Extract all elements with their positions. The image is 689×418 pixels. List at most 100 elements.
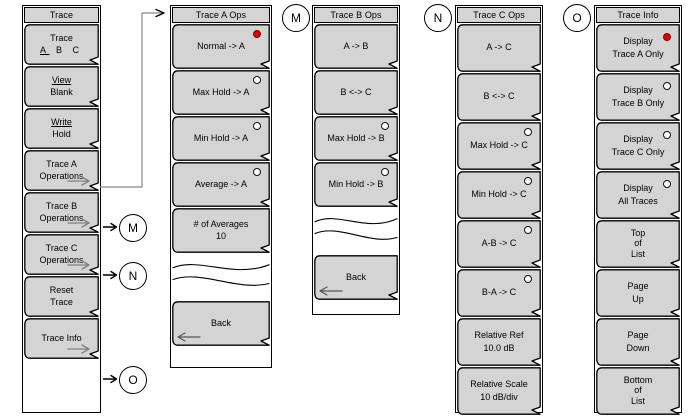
softkey-trace-b-ops-b-swap-c[interactable]: B <-> C: [314, 70, 398, 115]
radio-indicator-off[interactable]: [253, 122, 261, 130]
radio-indicator-on[interactable]: [663, 33, 671, 41]
connector-o-source: O: [119, 366, 147, 394]
submenu-arrow-icon: [67, 176, 90, 186]
softkey-trace-a-ops-average-to-a[interactable]: Average -> A: [172, 162, 270, 207]
connector-arrow-o: [103, 374, 117, 384]
radio-indicator-off[interactable]: [663, 131, 671, 139]
softkey-trace-c-ops-a-minus-b-to-c[interactable]: A-B -> C: [457, 220, 541, 268]
softkey-shape: [172, 301, 270, 346]
radio-indicator-off[interactable]: [253, 76, 261, 84]
softkey-trace-c-ops-a-to-c[interactable]: A -> C: [457, 24, 541, 72]
menu-title-trace-b-ops: Trace B Ops: [314, 7, 398, 23]
connector-label: M: [128, 221, 138, 235]
connector-arrow-n: [103, 270, 117, 280]
softkey-shape: [172, 24, 270, 69]
softkey-trace-c-ops-b-swap-c[interactable]: B <-> C: [457, 73, 541, 121]
submenu-arrow-icon: [67, 344, 90, 354]
softkey-shape: [596, 367, 680, 415]
connector-o-target: O: [563, 4, 591, 32]
softkey-shape: [314, 255, 398, 300]
softkey-trace-c-ops-b-minus-a-to-c[interactable]: B-A -> C: [457, 269, 541, 317]
softkey-trace-a-ops-normal-to-a[interactable]: Normal -> A: [172, 24, 270, 69]
softkey-trace-trace-info[interactable]: Trace Info: [24, 318, 99, 359]
softkey-shape: [596, 73, 680, 121]
softkey-trace-a-ops-min-hold-to-a[interactable]: Min Hold -> A: [172, 116, 270, 161]
connector-label: M: [291, 11, 301, 25]
softkey-shape: [457, 171, 541, 219]
softkey-shape: [172, 70, 270, 115]
softkey-trace-a-ops-max-hold-to-a[interactable]: Max Hold -> A: [172, 70, 270, 115]
connector-label: N: [128, 269, 138, 283]
connector-label: N: [433, 11, 443, 25]
softkey-shape: [457, 122, 541, 170]
softkey-trace-a-ops-back[interactable]: Back: [172, 301, 270, 346]
softkey-shape: [172, 162, 270, 207]
softkey-shape: [24, 108, 99, 149]
menu-break-wave: [172, 264, 270, 286]
softkey-shape: [596, 122, 680, 170]
radio-indicator-off[interactable]: [524, 177, 532, 185]
menu-title-trace-a-ops: Trace A Ops: [172, 7, 270, 23]
radio-indicator-off[interactable]: [524, 226, 532, 234]
menu-title-trace: Trace: [24, 7, 99, 23]
radio-indicator-off[interactable]: [381, 168, 389, 176]
radio-indicator-off[interactable]: [524, 275, 532, 283]
connector-n-source: N: [119, 262, 147, 290]
radio-indicator-off[interactable]: [663, 82, 671, 90]
connector-n-target: N: [424, 4, 452, 32]
softkey-shape: [24, 24, 99, 65]
radio-indicator-on[interactable]: [253, 30, 261, 38]
softkey-trace-b-ops-max-hold-to-b[interactable]: Max Hold -> B: [314, 116, 398, 161]
connector-label: O: [572, 11, 582, 25]
connector-label: O: [128, 373, 138, 387]
softkey-trace-c-ops-max-hold-to-c[interactable]: Max Hold -> C: [457, 122, 541, 170]
softkey-trace-b-ops-a-to-b[interactable]: A -> B: [314, 24, 398, 69]
softkey-shape: [172, 116, 270, 161]
menu-break-wave: [314, 218, 398, 240]
softkey-trace-b-ops-min-hold-to-b[interactable]: Min Hold -> B: [314, 162, 398, 207]
softkey-trace-b-ops-back[interactable]: Back: [314, 255, 398, 300]
softkey-shape: [314, 116, 398, 161]
connector-trace-a-ops-line: [100, 8, 165, 188]
radio-indicator-off[interactable]: [524, 128, 532, 136]
softkey-shape: [314, 70, 398, 115]
menu-title-trace-c-ops: Trace C Ops: [457, 7, 541, 23]
softkey-shape: [172, 208, 270, 253]
radio-indicator-off[interactable]: [381, 122, 389, 130]
radio-indicator-off[interactable]: [663, 180, 671, 188]
softkey-shape: [596, 171, 680, 219]
submenu-arrow-icon: [67, 218, 90, 228]
softkey-shape: [314, 24, 398, 69]
softkey-shape: [596, 24, 680, 72]
softkey-shape: [457, 73, 541, 121]
radio-indicator-off[interactable]: [253, 168, 261, 176]
back-arrow-icon: [177, 332, 201, 342]
softkey-shape: [596, 318, 680, 366]
softkey-shape: [457, 269, 541, 317]
softkey-trace-c-ops-min-hold-to-c[interactable]: Min Hold -> C: [457, 171, 541, 219]
